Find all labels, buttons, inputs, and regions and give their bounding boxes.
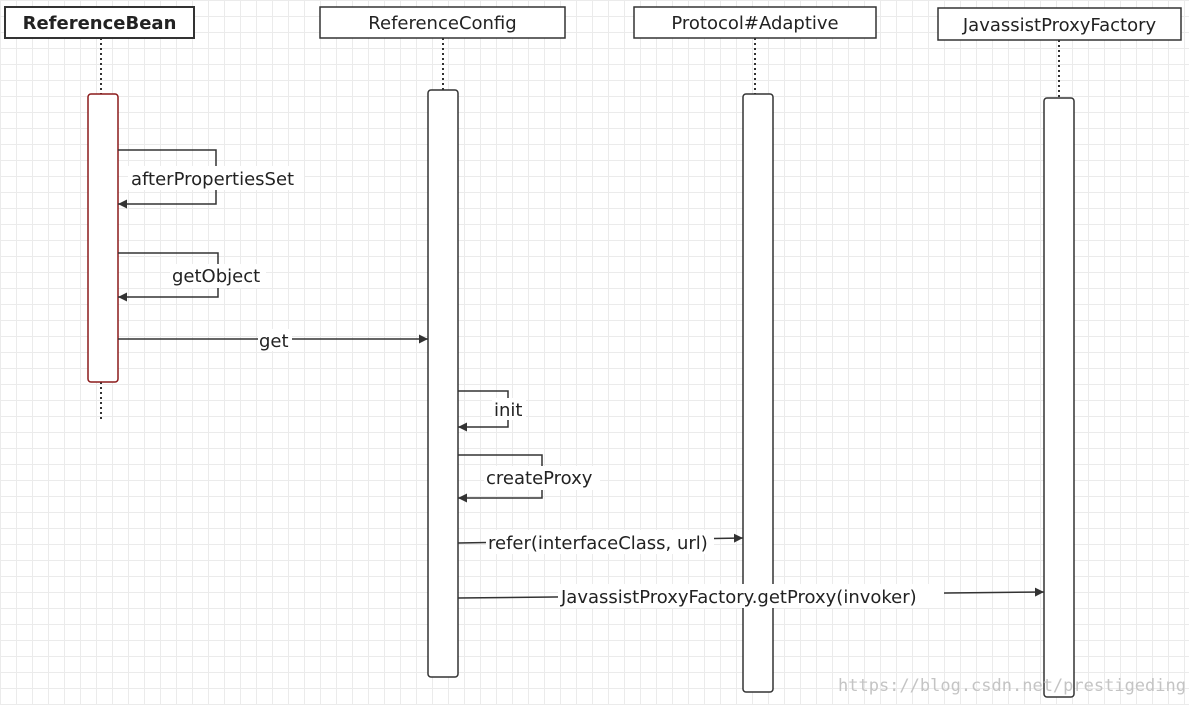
message-label: refer(interfaceClass, url) (488, 533, 708, 554)
participant-label: ReferenceBean (23, 13, 177, 34)
watermark-text: https://blog.csdn.net/prestigeding (838, 676, 1186, 696)
participant-javassistproxyfactory[interactable]: JavassistProxyFactory (937, 7, 1182, 41)
participant-referencebean[interactable]: ReferenceBean (4, 6, 195, 39)
message-init: init (458, 390, 526, 432)
activation-protocol-adaptive (742, 93, 774, 693)
message-createproxy: createProxy (458, 454, 600, 503)
activation-javassistproxyfactory (1043, 97, 1075, 698)
message-label: afterPropertiesSet (131, 169, 294, 190)
participant-label: ReferenceConfig (368, 13, 516, 34)
message-label: JavassistProxyFactory.getProxy(invoker) (560, 587, 917, 608)
message-get: get (118, 329, 428, 352)
message-afterpropertiesset: afterPropertiesSet (118, 149, 304, 209)
message-getobject: getObject (118, 252, 266, 302)
participant-referenceconfig[interactable]: ReferenceConfig (319, 6, 566, 39)
activation-referencebean (87, 93, 119, 383)
participant-label: JavassistProxyFactory (962, 15, 1157, 36)
message-label: createProxy (486, 468, 593, 489)
message-label: getObject (172, 266, 260, 287)
participant-label: Protocol#Adaptive (671, 13, 838, 34)
activation-referenceconfig (427, 89, 459, 678)
participant-protocol-adaptive[interactable]: Protocol#Adaptive (633, 6, 877, 39)
message-getproxy: JavassistProxyFactory.getProxy(invoker) (457, 584, 1045, 608)
message-label: init (494, 400, 522, 421)
message-refer: refer(interfaceClass, url) (457, 530, 744, 554)
message-label: get (259, 331, 289, 352)
